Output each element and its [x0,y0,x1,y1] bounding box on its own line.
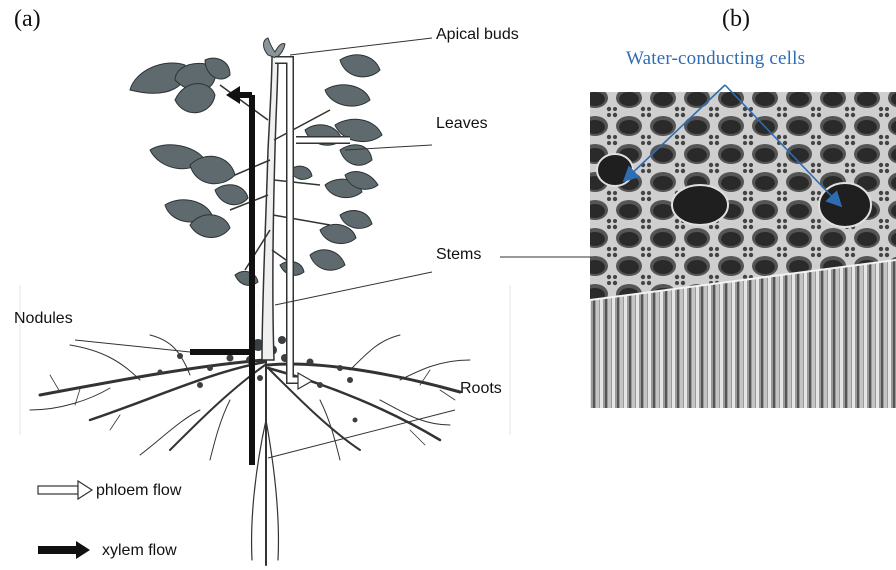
label-stems: Stems [436,246,481,264]
main-stem [262,55,278,360]
large-vessel [597,154,633,186]
label-leaves: Leaves [436,115,488,133]
nodules-cluster [158,336,358,423]
leaves [130,55,382,286]
panel-a-label: (a) [14,6,41,33]
legend-phloem-label: phloem flow [96,482,181,500]
label-roots: Roots [460,380,502,398]
micrograph [500,85,896,408]
panel-b-label: (b) [722,6,750,33]
legend-xylem-label: xylem flow [102,542,177,560]
legend-phloem-arrow [38,481,92,499]
label-nodules: Nodules [14,310,73,328]
large-vessel [819,183,871,227]
apical-bud [264,38,286,58]
water-conducting-cells-label: Water-conducting cells [626,48,805,70]
large-vessel [672,185,728,225]
label-apical-buds: Apical buds [436,26,519,44]
legend-xylem-arrow [38,541,90,559]
